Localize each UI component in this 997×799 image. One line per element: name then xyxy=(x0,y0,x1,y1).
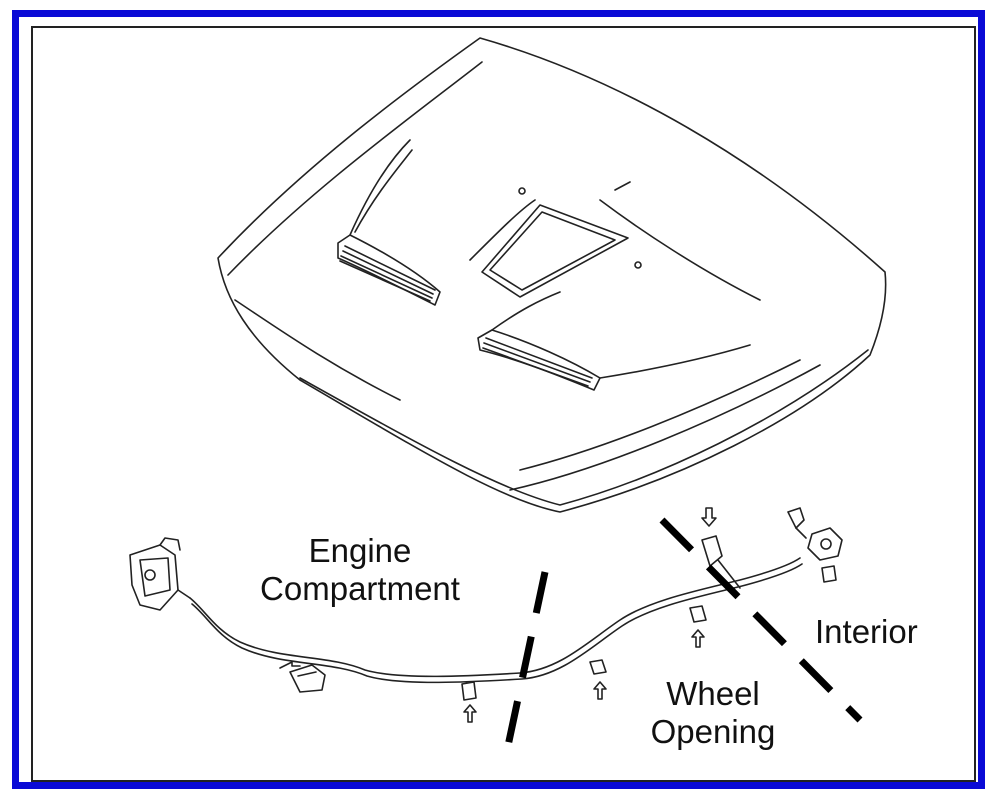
wheel-opening-label: Wheel Opening xyxy=(628,675,798,751)
clip-arrow-4 xyxy=(691,629,705,648)
engine-label-line1: Engine xyxy=(308,532,412,569)
clip-arrow-2 xyxy=(463,704,477,723)
hood-latch-assembly xyxy=(129,537,191,611)
diagram-inner-border xyxy=(31,26,976,782)
engine-label-line2: Compartment xyxy=(260,570,460,607)
clip-arrow-3 xyxy=(593,681,607,700)
wheel-label-line1: Wheel xyxy=(666,675,760,712)
hood-panel xyxy=(217,37,887,513)
engine-compartment-label: Engine Compartment xyxy=(230,532,490,608)
hood-release-handle xyxy=(787,507,843,583)
grommet xyxy=(701,535,741,589)
cable-clip-2 xyxy=(461,681,477,701)
wheel-label-line2: Opening xyxy=(650,713,776,750)
clip-arrow-1 xyxy=(279,661,301,669)
left-hood-vent xyxy=(337,139,441,306)
wheel-interior-divider xyxy=(659,517,863,723)
interior-label: Interior xyxy=(815,613,918,650)
grommet-arrow xyxy=(701,507,717,527)
center-hood-scoop xyxy=(469,199,629,298)
cable-clip-3 xyxy=(589,659,607,675)
engine-wheel-divider xyxy=(501,571,549,761)
cable-clip-1 xyxy=(289,664,326,693)
right-hood-vent xyxy=(477,291,751,391)
cable-clip-4 xyxy=(689,605,707,623)
